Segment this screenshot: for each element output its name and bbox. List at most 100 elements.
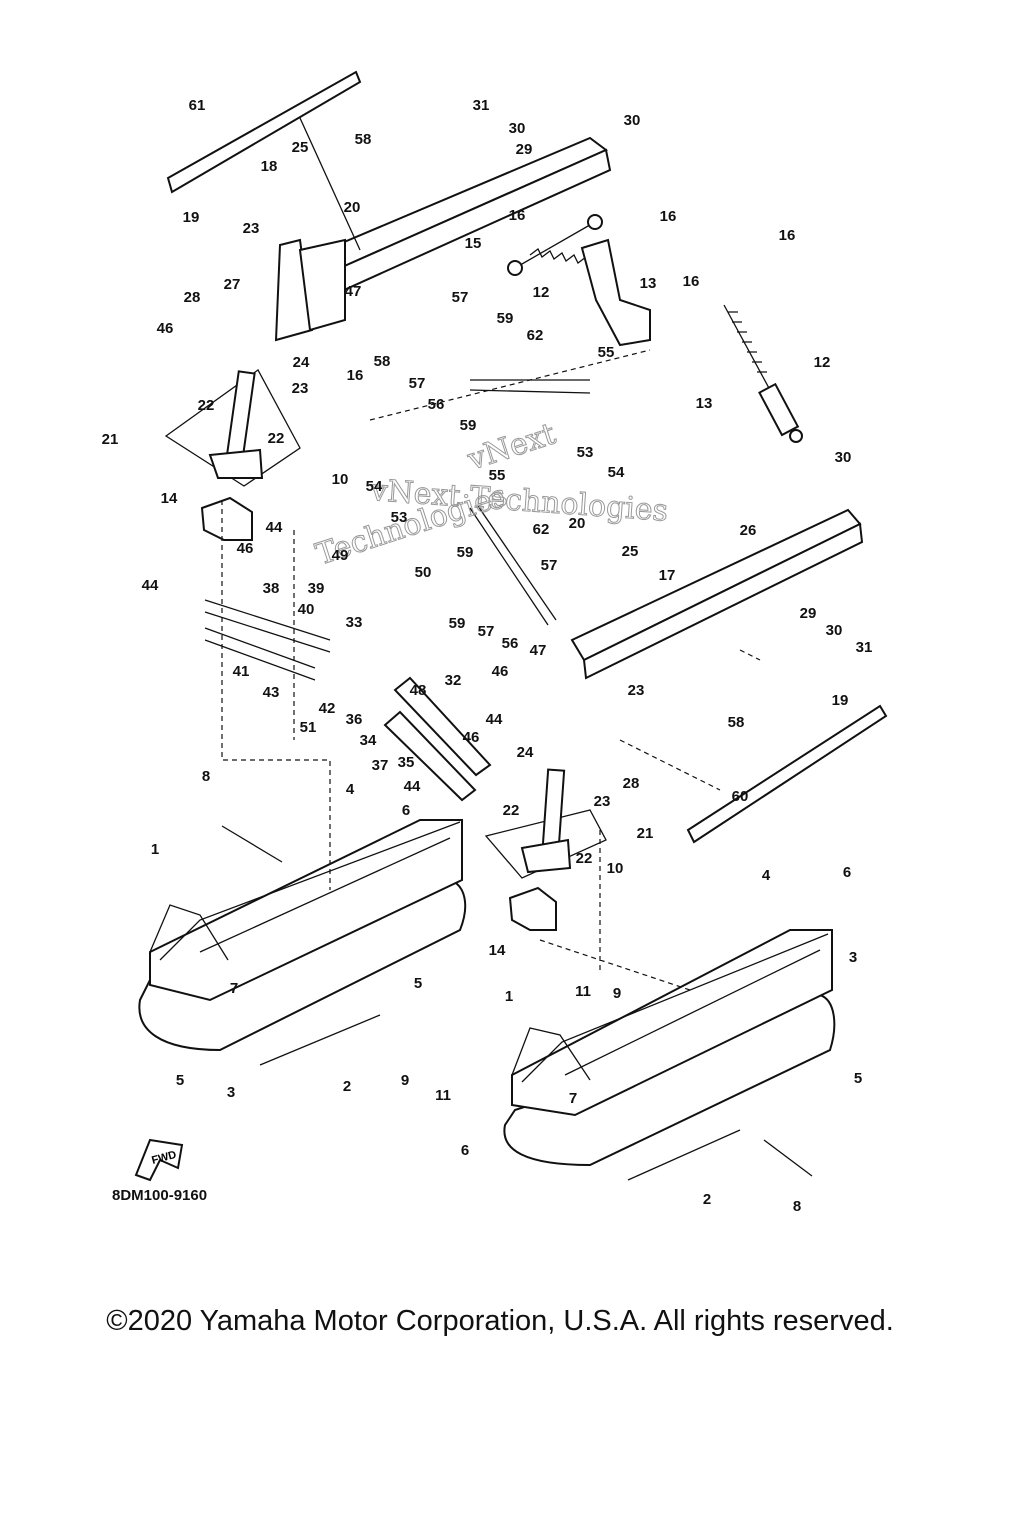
callout-2: 2 — [343, 1078, 351, 1095]
callout-33: 33 — [346, 614, 363, 631]
callout-22: 22 — [503, 802, 520, 819]
callout-25: 25 — [292, 139, 309, 156]
callout-44: 44 — [486, 711, 503, 728]
decal-strip-60 — [686, 704, 888, 844]
callout-59: 59 — [457, 544, 474, 561]
callout-42: 42 — [319, 700, 336, 717]
bolt-8-right — [763, 1139, 813, 1177]
ski-left-handle — [149, 904, 229, 961]
callout-20: 20 — [344, 199, 361, 216]
callout-40: 40 — [298, 601, 315, 618]
callout-25: 25 — [622, 543, 639, 560]
callout-47: 47 — [345, 283, 362, 300]
callout-30: 30 — [835, 449, 852, 466]
callout-62: 62 — [527, 327, 544, 344]
callout-53: 53 — [391, 509, 408, 526]
callout-3: 3 — [227, 1084, 235, 1101]
arm-bar-38 — [204, 599, 331, 641]
bolt-8-left — [221, 825, 283, 863]
callout-5: 5 — [854, 1070, 862, 1087]
callout-6: 6 — [402, 802, 410, 819]
callout-44: 44 — [404, 778, 421, 795]
callout-54: 54 — [608, 464, 625, 481]
callout-21: 21 — [637, 825, 654, 842]
callout-12: 12 — [814, 354, 831, 371]
callout-28: 28 — [184, 289, 201, 306]
arm-bar-41 — [204, 627, 316, 669]
callout-1: 1 — [151, 841, 159, 858]
ski-left-body — [149, 819, 463, 1002]
callout-16: 16 — [347, 367, 364, 384]
reference-lines — [221, 349, 761, 991]
bracket-13 — [580, 238, 651, 347]
callout-56: 56 — [502, 635, 519, 652]
callout-51: 51 — [300, 719, 317, 736]
callout-13: 13 — [640, 275, 657, 292]
callout-46: 46 — [157, 320, 174, 337]
callout-23: 23 — [292, 380, 309, 397]
callout-58: 58 — [728, 714, 745, 731]
callout-58: 58 — [374, 353, 391, 370]
callout-47: 47 — [530, 642, 547, 659]
callout-57: 57 — [478, 623, 495, 640]
callout-55: 55 — [598, 344, 615, 361]
callout-24: 24 — [293, 354, 310, 371]
callout-31: 31 — [856, 639, 873, 656]
callout-2: 2 — [703, 1191, 711, 1208]
callout-57: 57 — [541, 557, 558, 574]
callout-30: 30 — [826, 622, 843, 639]
callout-15: 15 — [465, 235, 482, 252]
callout-16: 16 — [779, 227, 796, 244]
callout-9: 9 — [613, 985, 621, 1002]
callout-29: 29 — [800, 605, 817, 622]
callout-32: 32 — [445, 672, 462, 689]
callout-28: 28 — [623, 775, 640, 792]
callout-16: 16 — [660, 208, 677, 225]
callout-39: 39 — [308, 580, 325, 597]
callout-46: 46 — [463, 729, 480, 746]
callout-27: 27 — [224, 276, 241, 293]
ski-right-handle — [511, 1027, 591, 1081]
callout-5: 5 — [176, 1072, 184, 1089]
callout-13: 13 — [696, 395, 713, 412]
callout-41: 41 — [233, 663, 250, 680]
callout-22: 22 — [198, 397, 215, 414]
callout-60: 60 — [732, 788, 749, 805]
callout-20: 20 — [569, 515, 586, 532]
callout-11: 11 — [435, 1087, 451, 1104]
ski-left — [138, 819, 467, 1066]
callout-8: 8 — [202, 768, 210, 785]
callout-54: 54 — [366, 478, 383, 495]
callout-22: 22 — [576, 850, 593, 867]
callout-19: 19 — [832, 692, 849, 709]
callout-57: 57 — [409, 375, 426, 392]
callout-7: 7 — [569, 1090, 577, 1107]
callout-19: 19 — [183, 209, 200, 226]
callout-38: 38 — [263, 580, 280, 597]
callout-5: 5 — [414, 975, 422, 992]
callout-30: 30 — [624, 112, 641, 129]
callout-35: 35 — [398, 754, 415, 771]
callout-23: 23 — [243, 220, 260, 237]
exploded-view-drawing: FWD 8DM100-9160 vNext Technologies vNext… — [112, 70, 888, 1204]
callout-11: 11 — [575, 983, 591, 1000]
callout-46: 46 — [237, 540, 254, 557]
spindle-foot-right — [520, 838, 572, 874]
callout-14: 14 — [489, 942, 506, 959]
callout-24: 24 — [517, 744, 534, 761]
callout-59: 59 — [460, 417, 477, 434]
callout-55: 55 — [489, 467, 506, 484]
knuckle-upper-left — [298, 238, 346, 332]
callout-16: 16 — [509, 207, 526, 224]
decal-strip-61 — [166, 70, 362, 194]
spindle-foot-left — [208, 448, 264, 479]
callout-50: 50 — [415, 564, 432, 581]
watermark-line-2: vNext — [463, 417, 560, 478]
callout-26: 26 — [740, 522, 757, 539]
callout-62: 62 — [533, 521, 550, 538]
ski-right — [503, 929, 836, 1181]
callout-6: 6 — [461, 1142, 469, 1159]
callout-58: 58 — [355, 131, 372, 148]
